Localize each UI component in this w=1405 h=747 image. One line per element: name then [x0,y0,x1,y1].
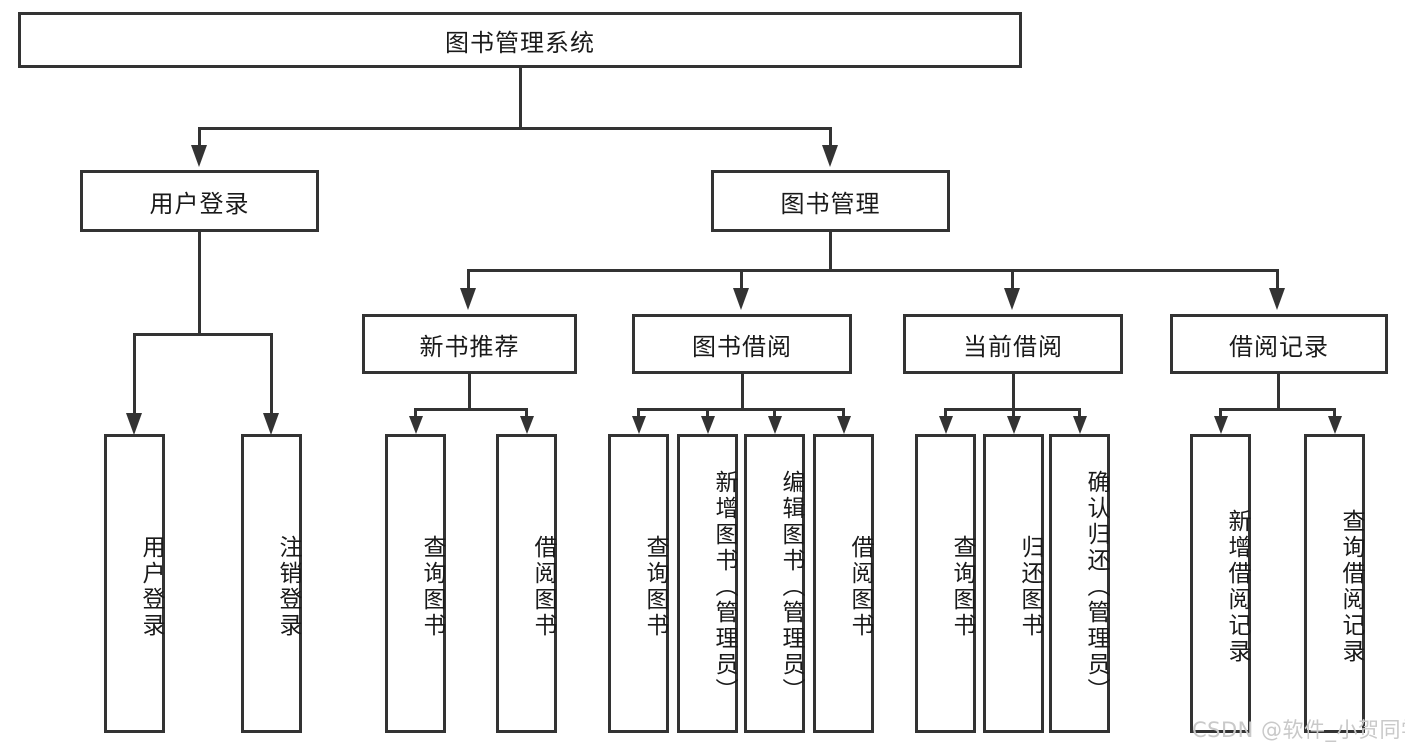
node-leaf-query-book-3[interactable]: 查询图书 [915,434,976,733]
connector-root-stem [519,68,522,127]
arrow-to-borrow-record [1269,288,1285,310]
node-leaf-user-login[interactable]: 用户登录 [104,434,165,733]
connector-drop-leaf-query-book-1 [414,408,417,420]
connector-user-login-stem [198,232,201,335]
connector-new-book-recommend-bus [414,408,528,411]
node-label: 查询图书 [642,534,668,639]
node-leaf-query-record[interactable]: 查询借阅记录 [1304,434,1365,733]
node-label: 归还图书 [1017,534,1043,639]
arrow-to-leaf-edit-book [768,416,782,434]
connector-borrow-record-stem [1277,374,1280,410]
node-leaf-add-book[interactable]: 新增图书（管理员） [677,434,738,733]
arrow-to-leaf-add-book [701,416,715,434]
node-label: 注销登录 [275,534,301,639]
arrow-to-user-login [191,145,207,167]
connector-drop-book-management [829,127,832,147]
arrow-to-current-borrow [1004,288,1020,310]
arrow-to-leaf-query-book-1 [409,416,423,434]
arrow-to-leaf-borrow-book-2 [837,416,851,434]
node-label: 新增图书（管理员） [711,469,737,704]
arrow-to-book-management [822,145,838,167]
node-label: 查询借阅记录 [1338,508,1364,665]
node-label: 查询图书 [949,534,975,639]
arrow-to-book-borrow [733,288,749,310]
node-current-borrow[interactable]: 当前借阅 [903,314,1123,374]
node-borrow-record[interactable]: 借阅记录 [1170,314,1388,374]
node-root-book-management-system[interactable]: 图书管理系统 [18,12,1022,68]
connector-level3-bus [467,269,1279,272]
connector-drop-leaf-return-book [1012,408,1015,420]
arrow-to-leaf-query-book-3 [939,416,953,434]
node-label: 当前借阅 [963,332,1063,361]
arrow-to-leaf-return-book [1007,416,1021,434]
node-label: 图书借阅 [692,332,792,361]
connector-drop-leaf-user-logout [270,333,273,417]
connector-drop-leaf-query-record [1333,408,1336,420]
connector-drop-leaf-add-record [1219,408,1222,420]
arrow-to-leaf-user-logout [263,413,279,435]
connector-drop-leaf-borrow-book-2 [842,408,845,420]
connector-borrow-record-bus [1219,408,1336,411]
node-label: 新增借阅记录 [1224,508,1250,665]
arrow-to-leaf-borrow-book-1 [520,416,534,434]
csdn-watermark: CSDN @软件_小贺同学 [1192,718,1405,742]
node-leaf-query-book-1[interactable]: 查询图书 [385,434,446,733]
node-leaf-query-book-2[interactable]: 查询图书 [608,434,669,733]
node-label: 用户登录 [138,534,164,639]
node-label: 用户登录 [149,189,250,218]
arrow-to-new-book-recommend [460,288,476,310]
connector-new-book-recommend-stem [468,374,471,410]
connector-drop-borrow-record [1276,269,1279,289]
node-label: 确认归还（管理员） [1083,469,1109,704]
node-label: 图书管理系统 [445,28,595,57]
arrow-to-leaf-user-login [126,413,142,435]
node-label: 查询图书 [419,534,445,639]
arrow-to-leaf-confirm-return [1073,416,1087,434]
connector-drop-leaf-user-login [133,333,136,417]
connector-drop-leaf-borrow-book-1 [525,408,528,420]
node-label: 借阅图书 [530,534,556,639]
node-leaf-user-logout[interactable]: 注销登录 [241,434,302,733]
connector-current-borrow-stem [1012,374,1015,410]
node-book-management[interactable]: 图书管理 [711,170,950,232]
connector-drop-user-login [198,127,201,147]
node-leaf-borrow-book-1[interactable]: 借阅图书 [496,434,557,733]
connector-book-borrow-bus [637,408,845,411]
connector-level2-bus [198,127,832,130]
connector-user-login-bus [133,333,273,336]
node-label: 新书推荐 [419,332,520,361]
arrow-to-leaf-query-record [1328,416,1342,434]
node-leaf-add-record[interactable]: 新增借阅记录 [1190,434,1251,733]
node-label: 借阅记录 [1229,332,1329,361]
arrow-to-leaf-query-book-2 [632,416,646,434]
node-leaf-confirm-return[interactable]: 确认归还（管理员） [1049,434,1110,733]
arrow-to-leaf-add-record [1214,416,1228,434]
node-label: 借阅图书 [847,534,873,639]
connector-drop-leaf-query-book-3 [944,408,947,420]
connector-book-management-stem [829,232,832,271]
connector-drop-current-borrow [1011,269,1014,289]
node-new-book-recommend[interactable]: 新书推荐 [362,314,577,374]
connector-drop-leaf-query-book-2 [637,408,640,420]
node-leaf-return-book[interactable]: 归还图书 [983,434,1044,733]
connector-drop-leaf-confirm-return [1078,408,1081,420]
connector-drop-leaf-edit-book [773,408,776,420]
node-leaf-borrow-book-2[interactable]: 借阅图书 [813,434,874,733]
node-leaf-edit-book[interactable]: 编辑图书（管理员） [744,434,805,733]
connector-drop-new-book-recommend [467,269,470,289]
connector-drop-book-borrow [740,269,743,289]
node-book-borrow[interactable]: 图书借阅 [632,314,852,374]
node-label: 图书管理 [780,189,881,218]
connector-drop-leaf-add-book [706,408,709,420]
node-user-login[interactable]: 用户登录 [80,170,319,232]
node-label: 编辑图书（管理员） [778,469,804,704]
connector-book-borrow-stem [741,374,744,410]
